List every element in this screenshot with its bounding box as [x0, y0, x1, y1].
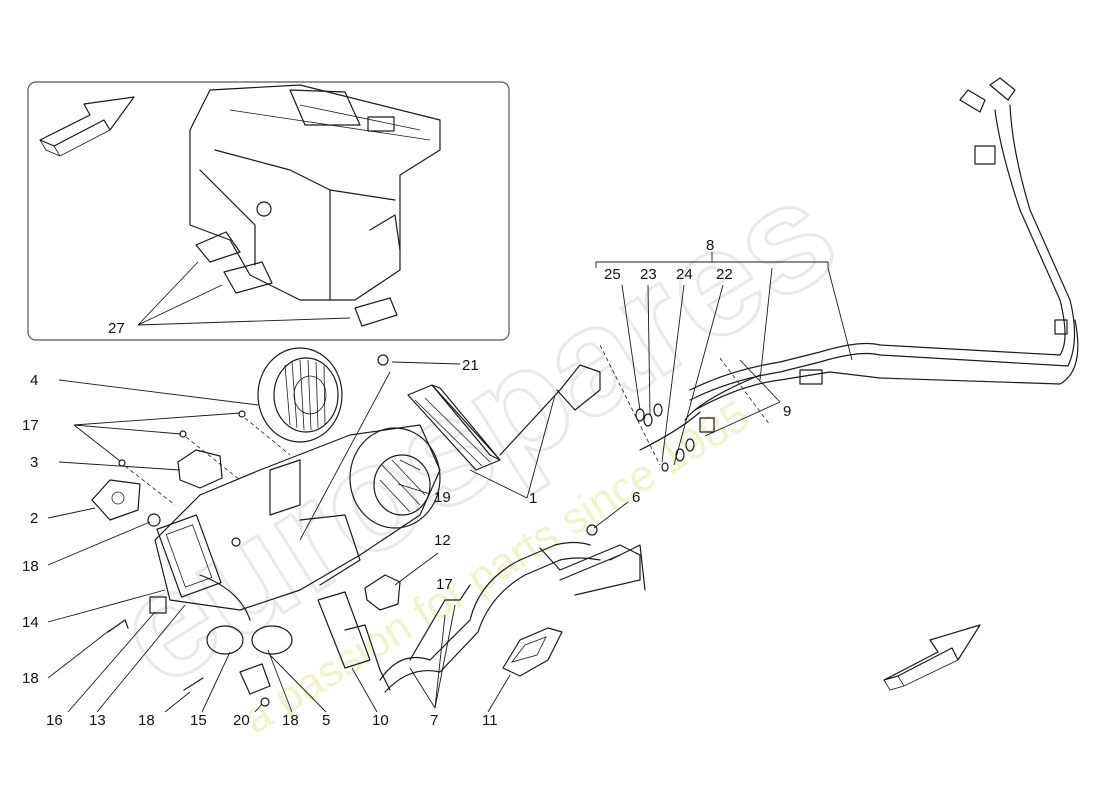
callout-9: 9 — [783, 403, 791, 420]
callout-8: 8 — [706, 237, 714, 254]
watermark: eurospares a passion for parts since 198… — [86, 145, 864, 744]
callout-21: 21 — [462, 357, 479, 374]
actuator-12 — [364, 574, 401, 611]
callout-20: 20 — [233, 712, 250, 729]
callout-3: 3 — [30, 454, 38, 471]
hvac-housing-assembly — [154, 424, 441, 655]
callout-25: 25 — [604, 266, 621, 283]
callout-5: 5 — [322, 712, 330, 729]
callout-19: 19 — [434, 489, 451, 506]
callout-6: 6 — [632, 489, 640, 506]
callout-2: 2 — [30, 510, 38, 527]
evaporator — [407, 364, 601, 471]
view-direction-arrow-icon — [883, 624, 981, 691]
callout-18: 18 — [282, 712, 299, 729]
callout-16: 16 — [46, 712, 63, 729]
o-ring-seals — [635, 403, 695, 472]
blower-fan — [257, 347, 389, 443]
callout-12: 12 — [434, 532, 451, 549]
insulation-pads — [195, 231, 398, 327]
callout-11: 11 — [482, 712, 498, 729]
actuator-3 — [177, 449, 223, 489]
fasteners — [118, 410, 598, 707]
inset-heater-housing — [189, 84, 441, 301]
heater-core-10 — [317, 591, 391, 691]
callout-17: 17 — [22, 417, 39, 434]
actuator-2 — [91, 479, 141, 521]
callout-17: 17 — [436, 576, 453, 593]
refrigerant-lines — [639, 77, 1079, 451]
leader-lines — [47, 267, 853, 713]
callout-10: 10 — [372, 712, 389, 729]
view-direction-arrow-icon — [39, 96, 135, 157]
assembly-guide-lines — [124, 344, 771, 506]
callout-27: 27 — [108, 320, 125, 337]
callout-labels: 4 17 3 2 18 14 18 16 13 18 15 20 18 5 10… — [22, 266, 791, 729]
callout-22: 22 — [716, 266, 733, 283]
callout-14: 14 — [22, 614, 39, 631]
coolant-pipes — [379, 541, 646, 693]
callout-13: 13 — [89, 712, 106, 729]
callout-15: 15 — [190, 712, 207, 729]
callout-18: 18 — [22, 670, 39, 687]
callout-4: 4 — [30, 372, 38, 389]
callout-18: 18 — [138, 712, 155, 729]
callout-24: 24 — [676, 266, 693, 283]
sensors — [107, 596, 271, 695]
inset-detail-box: 27 — [27, 81, 510, 341]
callout-7: 7 — [430, 712, 438, 729]
callout-1: 1 — [529, 490, 537, 507]
callout-18: 18 — [22, 558, 39, 575]
callout-23: 23 — [640, 266, 657, 283]
